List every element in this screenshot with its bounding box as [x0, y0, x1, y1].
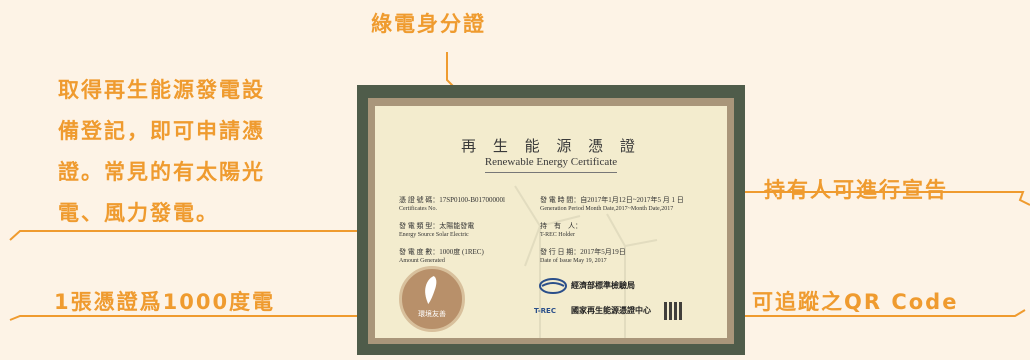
callout-registration: 取得再生能源發電設 備登記，即可申請憑 證。常見的有太陽光 電、風力發電。 — [58, 70, 338, 234]
field-label-en: Date of Issue May 19, 2017 — [540, 258, 607, 264]
callout-registration-line: 證。常見的有太陽光 — [58, 160, 265, 184]
field-label: 持 有 人： — [540, 222, 582, 230]
trec-logo: T-REC — [534, 307, 556, 315]
seal-text: 環境友善 — [418, 310, 446, 318]
field-issue-date: 發 行 日 期：2017年5月19日 Date of Issue May 19,… — [540, 248, 626, 265]
callout-registration-line: 電、風力發電。 — [58, 201, 219, 225]
callout-1000-kwh: 1張憑證爲1000度電 — [54, 290, 276, 314]
field-holder: 持 有 人： T-REC Holder — [540, 222, 582, 239]
bsmi-logo-icon — [539, 278, 567, 294]
field-label-en: T-REC Holder — [540, 232, 575, 238]
field-label: 發 電 時 間：自2017年1月12日~2017年5 月 1 日 — [540, 196, 684, 204]
field-label: 發 電 度 數：1000度 (1REC) — [399, 248, 484, 256]
qr-code-icon — [664, 302, 682, 320]
callout-registration-line: 取得再生能源發電設 — [58, 78, 265, 102]
seal-stamp: 環境友善 — [399, 266, 465, 332]
agency-bsmi: 經濟部標準檢驗局 — [571, 281, 635, 290]
callout-holder-declare: 持有人可進行宣告 — [764, 178, 948, 202]
field-label: 憑 證 號 碼：17SP0100-B01700000l — [399, 196, 505, 204]
certificate: 再 生 能 源 憑 證 Renewable Energy Certificate… — [375, 106, 727, 338]
callout-green-id: 綠電身分證 — [371, 12, 486, 36]
agency-trec-center: 國家再生能源憑證中心 — [571, 306, 651, 315]
line-right — [710, 191, 1030, 206]
field-label: 發 電 類 型：太陽能發電 — [399, 222, 475, 230]
field-amount: 發 電 度 數：1000度 (1REC) Amount Generated — [399, 248, 484, 265]
field-energy-source: 發 電 類 型：太陽能發電 Energy Source Solar Electr… — [399, 222, 474, 239]
field-label-en: Energy Source Solar Electric — [399, 232, 469, 238]
wind-turbine-watermark — [514, 185, 658, 338]
field-label-en: Certificates No. — [399, 206, 437, 212]
title-divider — [485, 172, 617, 173]
field-label-en: Generation Period Month Date,2017~Month … — [540, 206, 674, 212]
certificate-subtitle: Renewable Energy Certificate — [484, 156, 618, 168]
field-cert-no: 憑 證 號 碼：17SP0100-B01700000l Certificates… — [399, 196, 505, 213]
field-label: 發 行 日 期：2017年5月19日 — [540, 248, 626, 256]
field-label-en: Amount Generated — [399, 258, 445, 264]
callout-qr-code: 可追蹤之QR Code — [752, 290, 959, 314]
certificate-title: 再 生 能 源 憑 證 — [461, 137, 641, 155]
line-bottom-right — [688, 309, 1026, 317]
taiwan-map-icon — [425, 275, 437, 305]
field-period: 發 電 時 間：自2017年1月12日~2017年5 月 1 日 Generat… — [540, 196, 684, 213]
callout-registration-line: 備登記，即可申請憑 — [58, 119, 265, 143]
